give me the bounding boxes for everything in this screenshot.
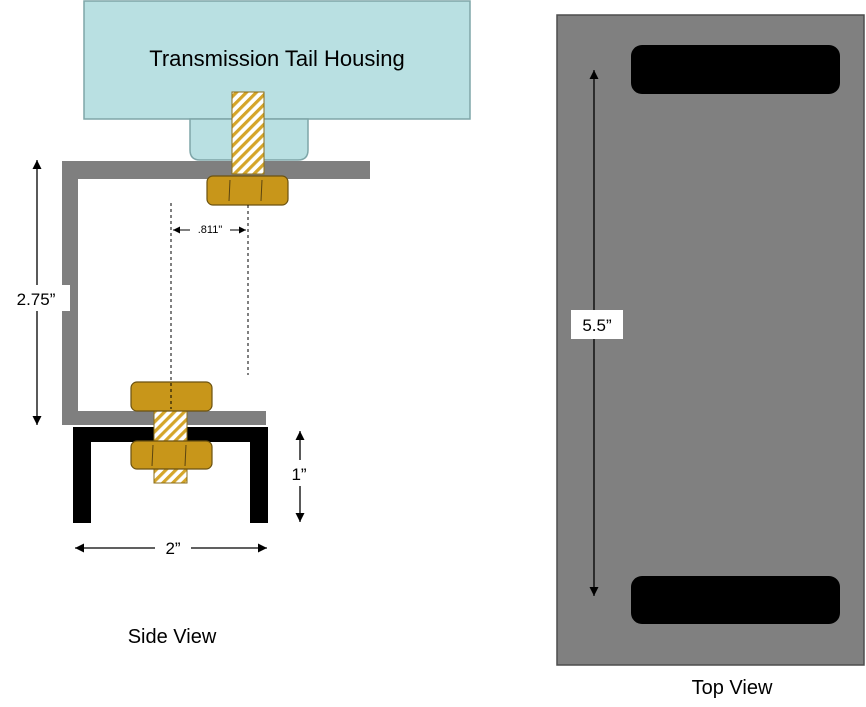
dim-channel-width-label: 2” bbox=[165, 539, 180, 558]
lower-nut-face bbox=[184, 444, 187, 467]
dim-channel-height-label: 1” bbox=[291, 465, 306, 484]
top-plate bbox=[556, 14, 865, 666]
housing-label: Transmission Tail Housing bbox=[149, 46, 405, 71]
dim-channel-height-bg bbox=[285, 460, 315, 486]
lower-nut-bottom bbox=[130, 440, 213, 470]
dim-height-label: 2.75” bbox=[17, 290, 56, 309]
lower-nut-face bbox=[151, 444, 154, 467]
top-view-caption: Top View bbox=[692, 677, 773, 699]
dim-slot-span-bg bbox=[571, 310, 623, 339]
upper-bolt bbox=[231, 91, 265, 175]
upper-nut-face bbox=[228, 179, 231, 202]
slot-bottom bbox=[631, 576, 840, 624]
side-view-caption: Side View bbox=[128, 626, 217, 648]
dim-offset-bg bbox=[190, 222, 230, 237]
dim-slot-span-label: 5.5” bbox=[582, 316, 612, 335]
slot-top bbox=[631, 45, 840, 94]
upper-nut bbox=[206, 175, 289, 206]
steel-channel bbox=[73, 427, 268, 523]
dim-offset-label: .811" bbox=[198, 224, 223, 236]
upper-nut-face bbox=[260, 179, 263, 202]
dim-height-bg bbox=[6, 285, 70, 311]
dim-channel-width-bg bbox=[155, 536, 191, 560]
housing-body bbox=[83, 0, 471, 120]
